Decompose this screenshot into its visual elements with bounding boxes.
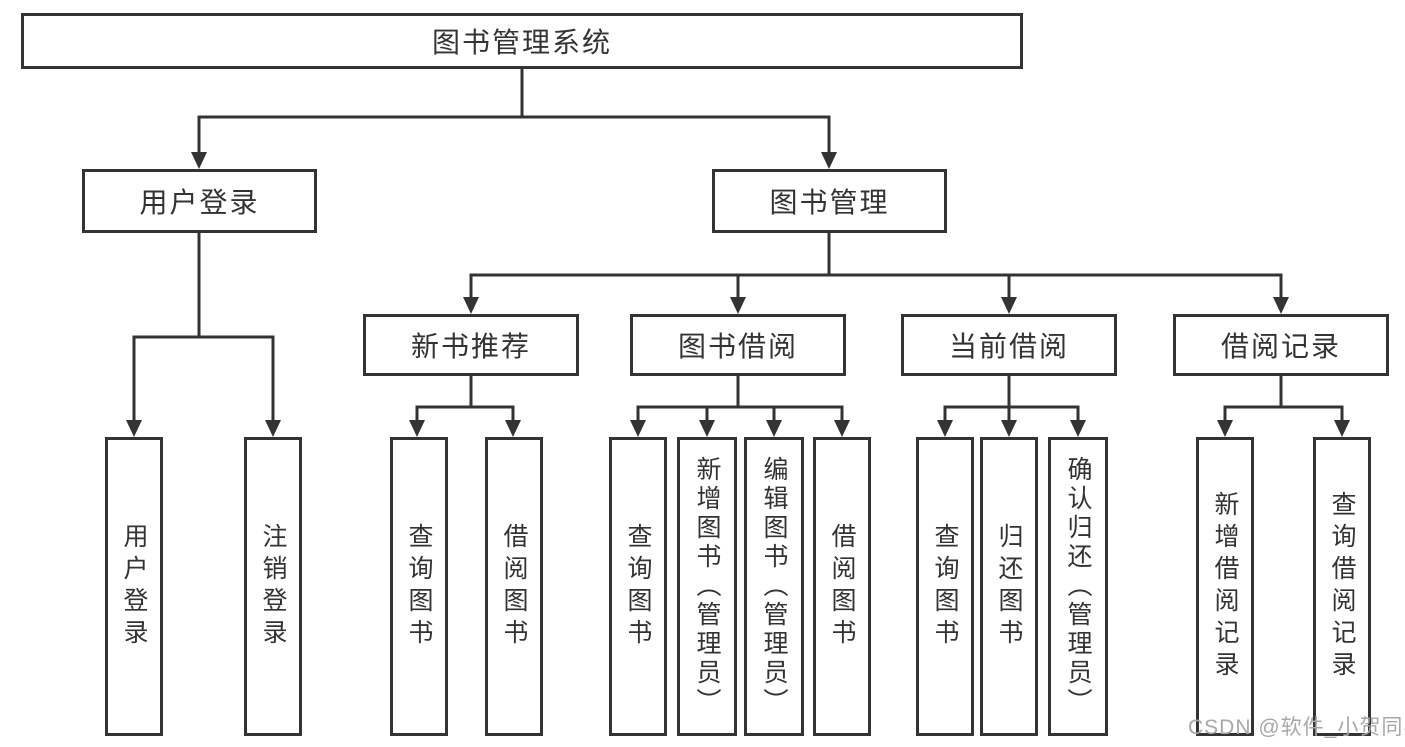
leaf-edit-books-admin: 编辑图书（管理员） [744,437,804,736]
leaf-user-login: 用户登录 [105,437,163,736]
leaf-borrow-books-recommend: 借阅图书 [485,437,543,736]
leaf-borrow-books-borrow: 借阅图书 [813,437,871,736]
leaf-query-books-borrow: 查询图书 [609,437,667,736]
node-current-borrow: 当前借阅 [901,314,1117,376]
leaf-query-borrow-record: 查询借阅记录 [1313,437,1371,736]
leaf-query-books-recommend: 查询图书 [390,437,448,736]
connector-lines [132,69,1344,423]
node-root: 图书管理系统 [21,13,1023,69]
node-borrow-records: 借阅记录 [1173,314,1389,376]
node-new-book-recommend: 新书推荐 [363,314,579,376]
leaf-logout: 注销登录 [244,437,302,736]
node-user-login: 用户登录 [82,169,317,233]
node-book-borrow: 图书借阅 [630,314,846,376]
leaf-return-books: 归还图书 [980,437,1038,736]
arrowheads [126,152,1350,437]
node-book-management: 图书管理 [712,169,947,233]
leaf-add-books-admin: 新增图书（管理员） [677,437,737,736]
watermark: CSDN @软件_小贺同学 [1188,716,1405,739]
leaf-add-borrow-record: 新增借阅记录 [1196,437,1254,736]
leaf-confirm-return-admin: 确认归还（管理员） [1048,437,1108,736]
leaf-query-books-current: 查询图书 [916,437,974,736]
